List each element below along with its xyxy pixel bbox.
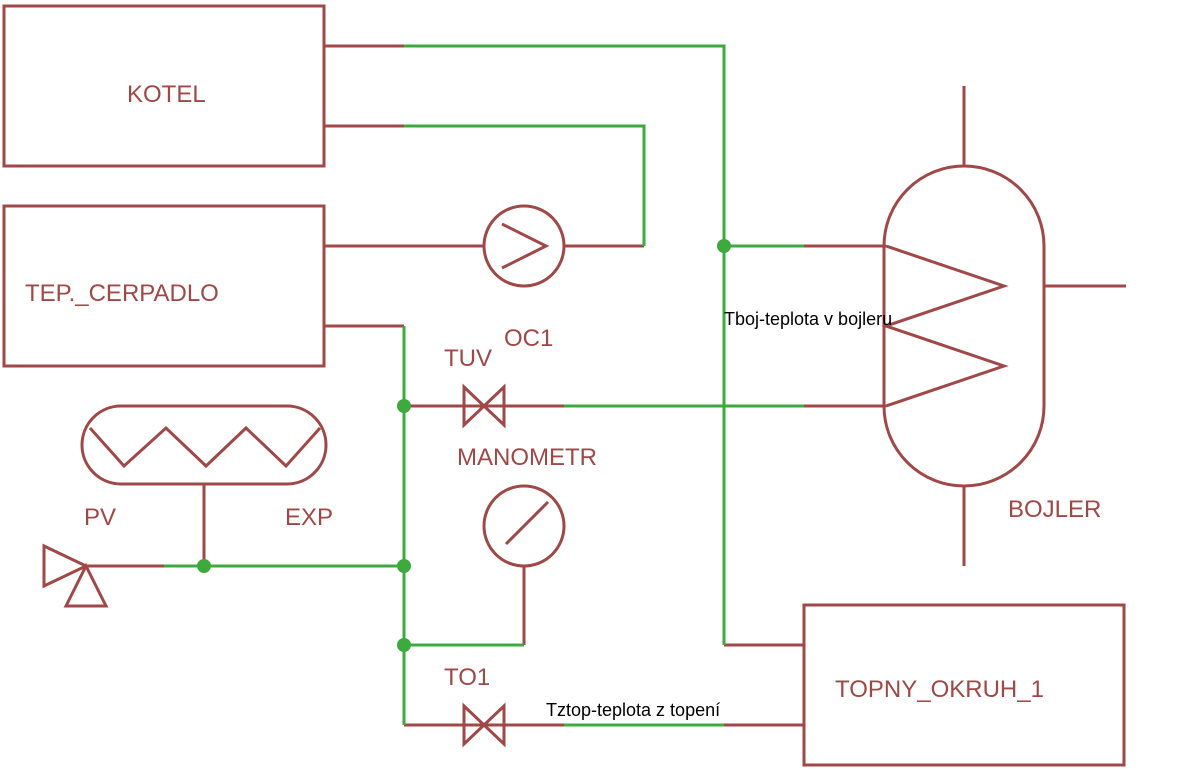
heat-exchanger-icon (881, 244, 1009, 408)
valve-icon (462, 383, 487, 429)
gauge-circle (482, 484, 566, 568)
safety-valve-icon (42, 543, 90, 589)
pump-circle (482, 204, 566, 288)
kotel-box (2, 4, 326, 168)
pump-oc1: OC1 (482, 204, 566, 352)
expansion-vessel-body (80, 404, 328, 486)
tep-cerpadlo-box (2, 204, 326, 368)
topny-okruh-block: TOPNY_OKRUH_1 (802, 603, 1126, 767)
pin-stubs (86, 44, 886, 727)
pump-arrow-icon (501, 222, 550, 270)
valve-icon (481, 702, 506, 748)
bojler-label: BOJLER (1008, 496, 1101, 523)
manometr-label: MANOMETR (457, 444, 597, 471)
manometr: MANOMETR (457, 444, 597, 568)
tep-cerpadlo-label: TEP._CERPADLO (25, 280, 219, 307)
junction-dot (397, 399, 411, 413)
junctions (197, 239, 731, 652)
to1-label: TO1 (444, 664, 490, 691)
kotel-label: KOTEL (127, 81, 206, 108)
wire-kotel-return (404, 124, 646, 246)
junction-dot (197, 559, 211, 573)
pv-label: PV (84, 504, 116, 531)
tep-cerpadlo-block: TEP._CERPADLO (2, 204, 326, 368)
kotel-block: KOTEL (2, 4, 326, 168)
wires (164, 44, 804, 727)
exp-label: EXP (285, 504, 333, 531)
valve-tuv: TUV (444, 345, 506, 429)
oc1-label: OC1 (504, 325, 553, 352)
bojler: BOJLER (881, 86, 1126, 566)
zigzag-icon (88, 425, 322, 469)
safety-valve-icon (63, 562, 109, 608)
valve-icon (481, 383, 506, 429)
junction-dot (717, 239, 731, 253)
wire-kotel-supply (404, 44, 726, 645)
junction-dot (397, 638, 411, 652)
junction-dot (397, 559, 411, 573)
tztop-annotation: Tztop-teplota z topení (546, 700, 720, 720)
tuv-label: TUV (444, 345, 492, 372)
gauge-needle-icon (504, 500, 550, 546)
topny-okruh-box (802, 603, 1126, 767)
bojler-tank (882, 164, 1046, 488)
safety-valve-pv: PV (42, 504, 116, 608)
topny-okruh-label: TOPNY_OKRUH_1 (835, 676, 1044, 703)
expansion-vessel: EXP (80, 404, 333, 531)
valve-icon (462, 702, 487, 748)
tboj-annotation: Tboj-teplota v bojleru (724, 309, 892, 329)
valve-to1: TO1 (444, 664, 506, 748)
